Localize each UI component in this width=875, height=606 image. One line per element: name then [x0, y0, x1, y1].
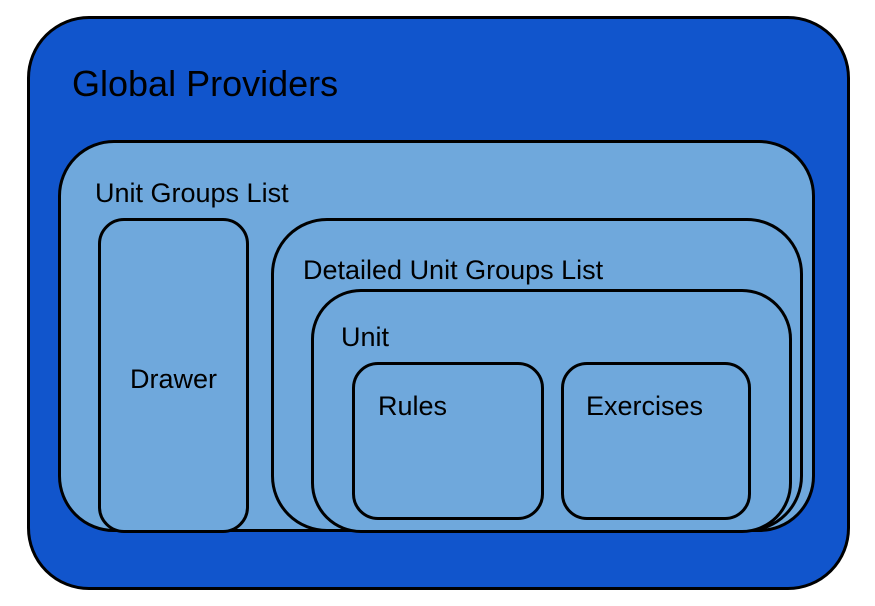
drawer-label: Drawer: [129, 364, 217, 394]
detailed-unit-groups-list-label: Detailed Unit Groups List: [303, 255, 604, 285]
drawer-box: [98, 218, 249, 533]
exercises-label: Exercises: [586, 391, 704, 421]
rules-label: Rules: [378, 391, 448, 421]
unit-groups-list-label: Unit Groups List: [95, 178, 289, 208]
exercises-box: [561, 362, 751, 520]
rules-box: [352, 362, 544, 520]
global-providers-label: Global Providers: [72, 63, 339, 104]
unit-label: Unit: [341, 322, 390, 352]
